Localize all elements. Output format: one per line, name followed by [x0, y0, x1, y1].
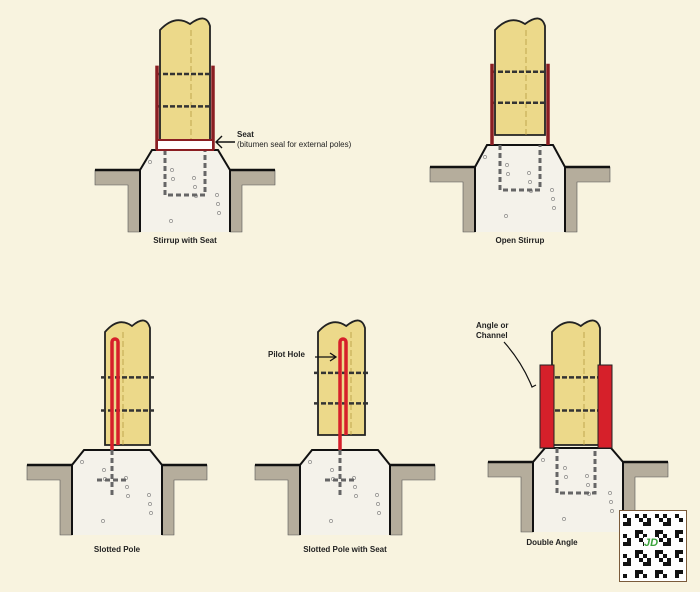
- aggregate: [483, 155, 487, 159]
- aggregate: [505, 163, 509, 167]
- aggregate: [148, 160, 152, 164]
- soil-left: [254, 464, 301, 536]
- panel-open-stirrup: [429, 17, 611, 233]
- callout-angle: Angle or: [476, 321, 509, 330]
- aggregate: [376, 502, 380, 506]
- aggregate: [608, 491, 612, 495]
- aggregate: [586, 483, 590, 487]
- soil-left: [94, 169, 141, 233]
- angle-arrow: [503, 341, 537, 388]
- slotted-steel-bar: [110, 337, 120, 450]
- aggregate: [564, 475, 568, 479]
- panel-stirrup-seat: [94, 17, 276, 233]
- embedded-stirrup: [163, 150, 207, 197]
- caption-double-angle: Double Angle: [526, 538, 578, 547]
- caption-slotted-pole-with-seat: Slotted Pole with Seat: [303, 545, 387, 554]
- pilot-hole-arrow: [315, 352, 338, 362]
- soil-right: [161, 464, 208, 536]
- aggregate: [550, 188, 554, 192]
- aggregate: [504, 214, 508, 218]
- aggregate: [102, 468, 106, 472]
- aggregate: [171, 177, 175, 181]
- aggregate: [149, 511, 153, 515]
- soil-left: [429, 166, 476, 233]
- concrete-footing: [532, 447, 624, 532]
- seat-plate: [156, 139, 214, 151]
- aggregate: [527, 171, 531, 175]
- aggregate: [330, 468, 334, 472]
- timber-pole: [159, 17, 211, 141]
- callout-seat-note: (bitumen seal for external poles): [237, 140, 352, 149]
- aggregate: [528, 180, 532, 184]
- aggregate: [170, 168, 174, 172]
- aggregate: [125, 485, 129, 489]
- aggregate: [308, 460, 312, 464]
- concrete-footing: [299, 449, 391, 535]
- aggregate: [215, 193, 219, 197]
- concrete-footing: [71, 449, 163, 535]
- aggregate: [80, 460, 84, 464]
- timber-pole: [551, 319, 601, 446]
- aggregate: [148, 502, 152, 506]
- aggregate: [216, 202, 220, 206]
- aggregate: [192, 176, 196, 180]
- aggregate: [375, 493, 379, 497]
- aggregate: [329, 519, 333, 523]
- caption-open-stirrup: Open Stirrup: [495, 236, 545, 245]
- aggregate: [585, 474, 589, 478]
- soil-left: [487, 461, 534, 533]
- steel-angle-left: [539, 364, 555, 449]
- aggregate: [562, 517, 566, 521]
- aggregate: [541, 458, 545, 462]
- seat-arrow: [215, 135, 235, 149]
- aggregate: [354, 494, 358, 498]
- steel-angle-right: [597, 364, 613, 449]
- slotted-steel-bar: [338, 337, 348, 450]
- embedded-stirrup: [555, 448, 597, 495]
- panel-slotted-seat: [254, 319, 436, 536]
- soil-right: [229, 169, 276, 233]
- callout-seat: Seat: [237, 130, 254, 139]
- caption-stirrup-with-seat: Stirrup with Seat: [153, 236, 217, 245]
- soil-right: [389, 464, 436, 536]
- aggregate: [610, 509, 614, 513]
- soil-right: [564, 166, 611, 233]
- aggregate: [552, 206, 556, 210]
- aggregate: [169, 219, 173, 223]
- timber-pole: [494, 17, 546, 136]
- watermark-logo: JD: [644, 537, 659, 549]
- embedded-stirrup: [498, 145, 542, 192]
- aggregate: [551, 197, 555, 201]
- aggregate: [506, 172, 510, 176]
- aggregate: [563, 466, 567, 470]
- soil-left: [26, 464, 73, 536]
- qr-code-watermark: JD: [619, 510, 687, 582]
- aggregate: [193, 185, 197, 189]
- aggregate: [147, 493, 151, 497]
- panel-slotted: [26, 319, 208, 536]
- aggregate: [217, 211, 221, 215]
- panel-double-angle: [487, 319, 669, 533]
- aggregate: [609, 500, 613, 504]
- aggregate: [377, 511, 381, 515]
- callout-pilot-hole: Pilot Hole: [268, 350, 305, 359]
- aggregate: [101, 519, 105, 523]
- callout-channel: Channel: [476, 331, 508, 340]
- caption-slotted-pole: Slotted Pole: [93, 545, 141, 554]
- aggregate: [353, 485, 357, 489]
- concrete-footing: [139, 149, 231, 232]
- aggregate: [126, 494, 130, 498]
